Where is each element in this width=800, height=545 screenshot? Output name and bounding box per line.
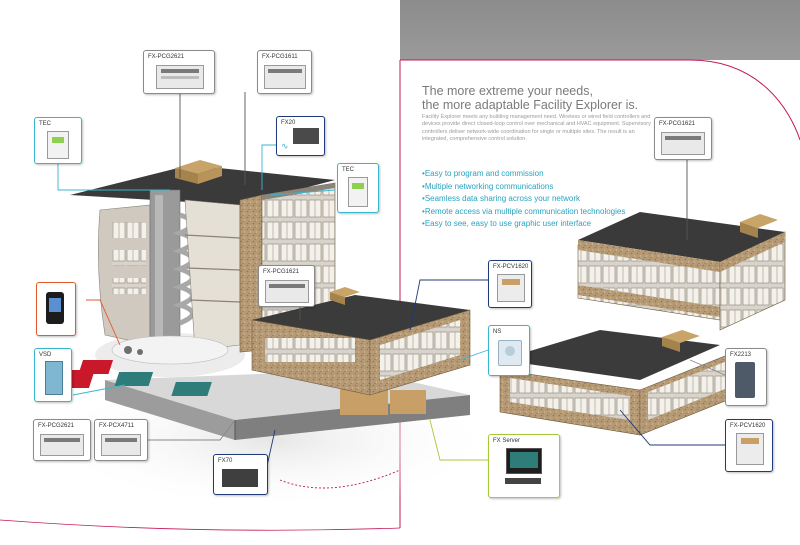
headline-line-2: the more adaptable Facility Explorer is. [422,98,639,112]
controller-device-icon [101,434,141,456]
body-paragraph: Facility Explorer meets any building man… [422,114,651,143]
callout-label: FX-PCG1611 [262,54,298,60]
left-page-bottom-curve [0,519,401,531]
controller-device-icon [735,362,755,398]
controller-device-icon [156,65,204,89]
controller-device-icon [497,274,525,302]
callout-fx2213: FX2213 [725,348,767,406]
controller-device-icon [661,132,705,155]
thermostat-icon [47,131,69,159]
callout-fx-pcv1620-mid: FX-PCV1620 [488,260,532,308]
callout-label: FX-PCV1620 [493,264,529,270]
controller-device-icon [40,434,84,456]
callout-label: FX-PCV1620 [730,423,766,429]
callout-label: FX70 [218,458,233,464]
drive-device-icon [45,361,63,395]
callout-label: FX-PCX4711 [99,423,134,429]
callout-fx-pcg1621-right: FX-PCG1621 [654,117,712,160]
thermostat-icon [348,177,368,207]
callout-ns: NS [488,325,530,376]
callout-label: TEC [39,121,51,127]
callout-fx20: FX20 ∿ [276,116,325,156]
callout-fx-server: FX Server [488,434,560,498]
callout-fx70: FX70 [213,454,268,495]
callout-vsd: VSD [34,348,72,402]
controller-device-icon [264,65,306,89]
headline: The more extreme your needs, the more ad… [422,84,662,112]
controller-device-icon [293,128,319,144]
bullet-item: Remote access via multiple communication… [422,206,626,219]
right-building [499,212,786,436]
callout-label: FX-PCG1621 [659,121,696,127]
middle-building [251,287,471,396]
bullet-item: Easy to see, easy to use graphic user in… [422,218,625,231]
bullet-item: Multiple networking communications [422,181,625,194]
callout-label: FX2213 [730,352,752,358]
left-tower-building [70,160,336,365]
callout-fx-pcg2621-bottom: FX-PCG2621 [33,419,91,461]
feature-bullet-list: Easy to program and commission Multiple … [422,168,626,231]
network-sensor-icon [498,340,522,366]
callout-label: FX-PCG1621 [263,269,300,275]
callout-label: FX-PCG2621 [38,423,75,429]
callout-fx-pcg1611: FX-PCG1611 [257,50,312,94]
callout-label: FX-PCG2621 [148,54,185,60]
controller-device-icon [265,280,309,303]
callout-label: TEC [342,167,354,173]
controller-device-icon [222,469,258,487]
callout-tec-mid: TEC [337,163,379,213]
callout-fx-pcg1621-left: FX-PCG1621 [258,265,315,307]
callout-label: FX20 [281,120,296,126]
bullet-item: Easy to program and commission [422,168,625,181]
callout-fx-pcg2621-top: FX-PCG2621 [143,50,215,94]
right-page-gray-band [400,0,800,60]
wireless-icon: ∿ [281,141,289,151]
controller-device-icon [736,433,764,465]
connector-lines [57,92,726,489]
callout-label: NS [493,329,502,335]
callout-fx-pcv1620-right: FX-PCV1620 [725,419,773,472]
headline-line-1: The more extreme your needs, [422,84,593,98]
bullet-item: Seamless data sharing across your networ… [422,193,625,206]
keyboard-icon [505,478,541,484]
callout-label: FX Server [493,438,521,444]
mobile-phone-icon [46,292,64,324]
server-monitor-icon [506,448,542,474]
callout-label: VSD [39,352,52,358]
callout-fx-pcx4711: FX-PCX4711 [94,419,148,461]
callout-tec-left: TEC [34,117,82,164]
magenta-page-edge [400,59,800,141]
callout-mobile-device [36,282,76,336]
